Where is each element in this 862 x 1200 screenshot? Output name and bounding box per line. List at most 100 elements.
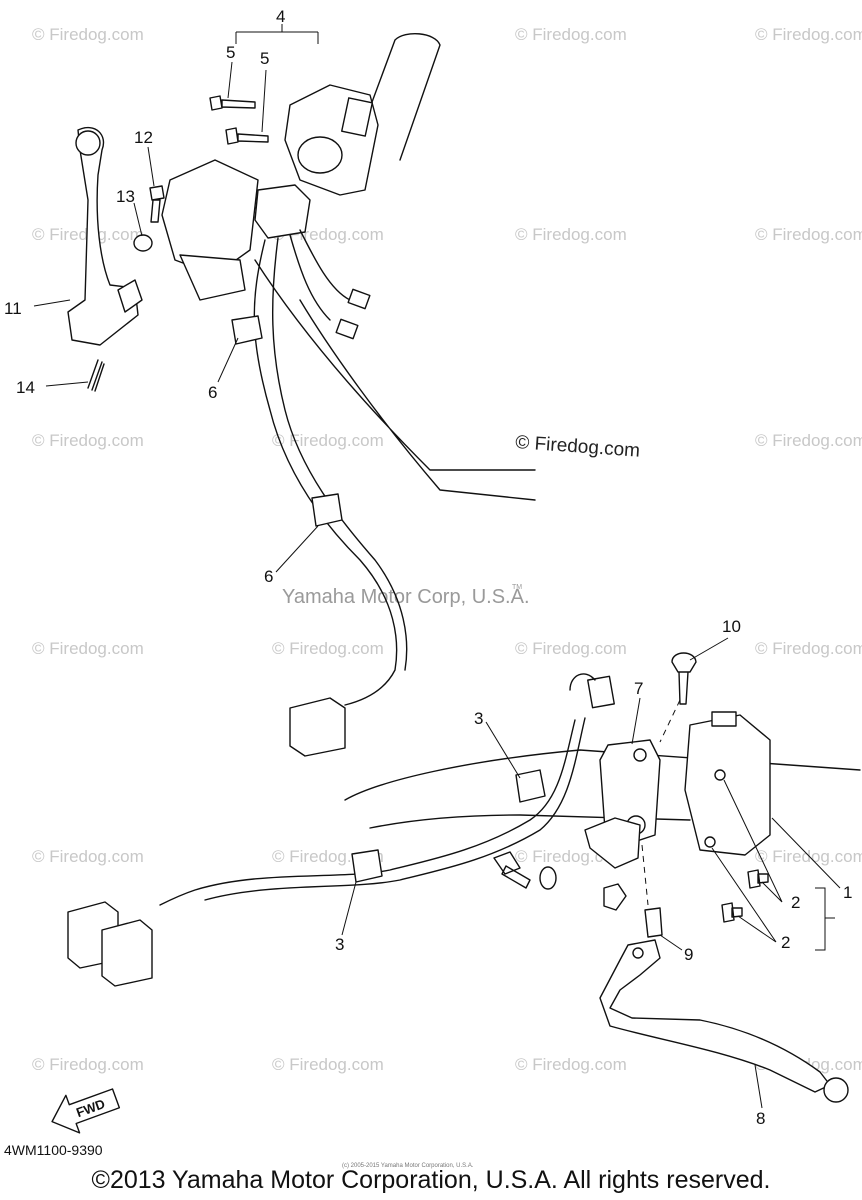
brake-switch-connector	[587, 675, 615, 709]
watermark-center: © Firedog.com	[515, 432, 641, 462]
leader-9	[659, 934, 683, 951]
watermark: © Firedog.com	[755, 25, 862, 44]
watermark: © Firedog.com	[32, 639, 144, 658]
watermark: © Firedog.com	[755, 639, 862, 658]
washer	[539, 866, 557, 890]
watermark: © Firedog.com	[755, 847, 862, 866]
callout-10: 10	[722, 617, 741, 636]
bracket-lower	[179, 254, 246, 301]
callout-3: 3	[474, 709, 483, 728]
axis-line-9	[641, 844, 649, 906]
brake-lever-ball-end	[823, 1077, 849, 1103]
collar-9	[644, 907, 663, 938]
callout-6: 6	[208, 383, 217, 402]
brake-lever-8	[599, 939, 831, 1093]
brake-lever-pivot-hole	[632, 947, 644, 959]
leader-1-bracket	[815, 887, 835, 951]
callout-5: 5	[226, 43, 235, 62]
screw-5b	[225, 127, 269, 145]
leader-3b	[341, 881, 357, 936]
watermark: © Firedog.com	[32, 847, 144, 866]
switch-screw-hole-b	[704, 836, 716, 848]
spring-14	[87, 359, 105, 392]
callout-leaders	[33, 24, 841, 1109]
leader-1	[771, 817, 841, 889]
tiny-copyright: (c) 2005-2015 Yamaha Motor Corporation, …	[342, 1163, 474, 1169]
cable-clamp-3a	[515, 769, 546, 803]
leader-10	[689, 637, 729, 661]
lever-holder	[584, 817, 641, 869]
callout-1: 1	[843, 883, 852, 902]
callout-9: 9	[684, 945, 693, 964]
callout-8: 8	[756, 1109, 765, 1128]
watermark: © Firedog.com	[32, 431, 144, 450]
part-code: 4WM1100-9390	[4, 1142, 103, 1158]
callout-12: 12	[134, 128, 153, 147]
callout-3: 3	[335, 935, 344, 954]
screw-2a	[747, 869, 769, 889]
leader-7	[631, 697, 641, 745]
right-switch-top	[711, 711, 737, 727]
upper-handlebar-assembly	[67, 33, 536, 757]
watermark: © Firedog.com	[515, 639, 627, 658]
leader-5a	[227, 61, 233, 99]
wire-terminal-a	[347, 288, 371, 310]
callout-14: 14	[16, 378, 35, 397]
callout-2: 2	[791, 893, 800, 912]
leader-12	[147, 146, 155, 187]
corp-mark: Yamaha Motor Corp, U.S.A.	[282, 586, 530, 608]
watermark: © Firedog.com	[272, 431, 384, 450]
callout-5: 5	[260, 49, 269, 68]
cable-clamp-3b	[351, 849, 383, 883]
callout-11: 11	[4, 299, 22, 318]
wire-terminal-b	[335, 318, 359, 340]
lower-harness	[159, 717, 586, 906]
leader-8	[754, 1064, 763, 1109]
corp-mark-tm: TM	[512, 584, 522, 591]
cable-clamp-6a	[231, 315, 263, 345]
leader-2b	[711, 847, 777, 943]
watermark: © Firedog.com	[515, 225, 627, 244]
pivot-nut	[603, 883, 627, 911]
watermark: © Firedog.com	[515, 25, 627, 44]
leader-11	[33, 299, 71, 307]
screw-2b	[721, 902, 743, 923]
lever-ball-end	[75, 130, 101, 156]
fwd-arrow-icon	[51, 1088, 121, 1134]
handlebar-outline	[254, 259, 536, 501]
copyright-notice: ©2013 Yamaha Motor Corporation, U.S.A. A…	[91, 1166, 771, 1194]
callout-numbers: 1 2 2 3 3 4 5 5 6 6 7 8 9 10 11 12 13 14	[4, 7, 852, 1128]
screw-10	[671, 652, 697, 705]
bolt-12	[149, 185, 165, 223]
cable-clamp-6b	[311, 493, 343, 527]
axis-line-10	[659, 699, 681, 743]
lever-pivot-collar	[117, 279, 143, 313]
upper-harness-connector	[289, 697, 346, 757]
callout-6: 6	[264, 567, 273, 586]
leader-2a	[723, 779, 783, 903]
leader-13	[133, 202, 143, 237]
watermark: © Firedog.com	[515, 1055, 627, 1074]
leader-6b	[275, 525, 319, 573]
pivot-bolt	[493, 851, 531, 889]
leader-14	[45, 381, 89, 387]
lower-connector-b	[101, 919, 153, 987]
lower-handlebar-assembly	[67, 652, 861, 1103]
nut-13	[133, 234, 153, 252]
leader-4-bracket	[235, 24, 319, 44]
switch-connector	[254, 184, 311, 239]
fwd-arrow-badge: FWD	[51, 1088, 121, 1134]
left-switch-button	[341, 97, 373, 137]
leader-3a	[485, 721, 521, 779]
brake-switch-wire	[569, 673, 596, 691]
callout-2: 2	[781, 933, 790, 952]
leader-6a	[217, 337, 239, 383]
callout-7: 7	[634, 679, 643, 698]
watermark: © Firedog.com	[32, 25, 144, 44]
screw-5a	[209, 95, 256, 111]
leader-5b	[261, 69, 267, 133]
right-handlebar-outline	[344, 749, 861, 829]
watermark: © Firedog.com	[755, 225, 862, 244]
switch-wires	[289, 229, 351, 321]
